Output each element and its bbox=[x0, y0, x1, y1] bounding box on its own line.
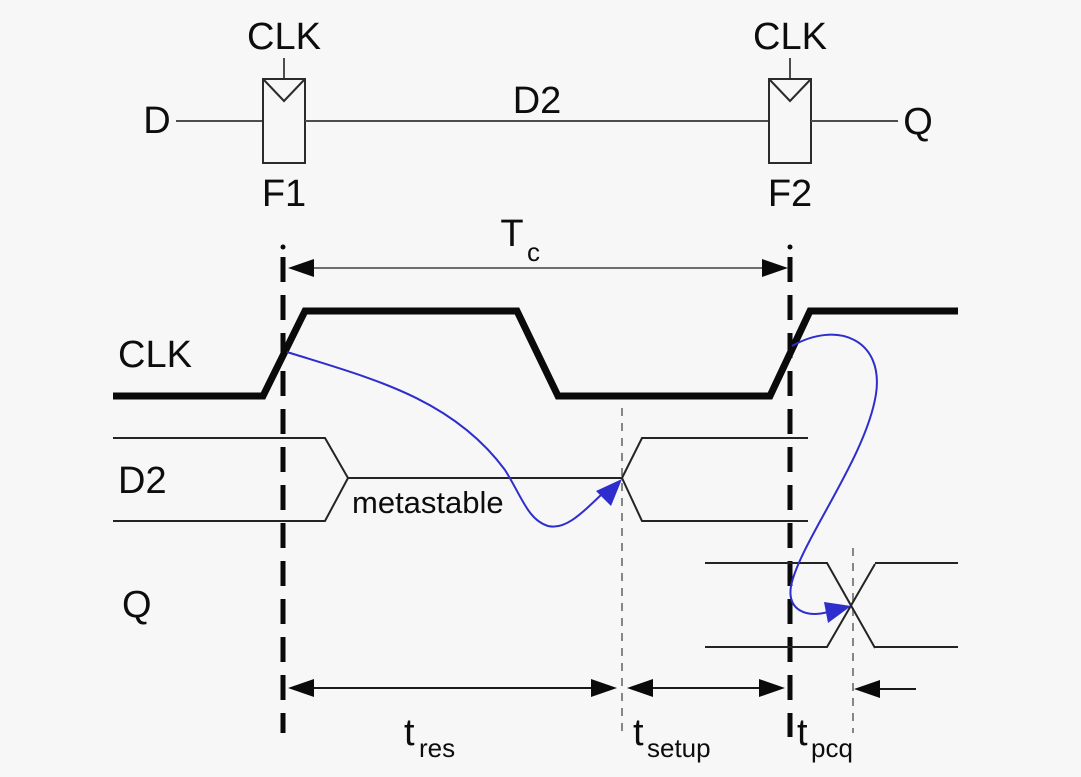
circuit-input-label: D bbox=[143, 100, 170, 142]
circuit-output-label: Q bbox=[903, 101, 933, 143]
clk-to-q-arrowhead bbox=[824, 602, 851, 623]
clk-to-d2-arc bbox=[286, 351, 603, 528]
tres-label-sub: res bbox=[419, 733, 455, 763]
circuit-schematic: D CLK F1 D2 CLK F2 Q bbox=[143, 16, 933, 215]
f1-clk-label: CLK bbox=[247, 16, 321, 58]
f2-clk-label: CLK bbox=[753, 16, 827, 58]
circuit-bus-label: D2 bbox=[513, 80, 562, 122]
f1-clock-wedge-icon bbox=[263, 79, 305, 103]
tres-label: t bbox=[404, 712, 415, 754]
clk-to-q-arc bbox=[789, 333, 878, 615]
clk-signal-label: CLK bbox=[118, 334, 192, 376]
causality-arcs bbox=[286, 333, 878, 623]
tsetup-arrowhead-right bbox=[759, 679, 785, 697]
tpcq-label: t bbox=[797, 712, 808, 754]
q-waveform-row: Q bbox=[122, 562, 958, 649]
clk-waveform bbox=[113, 307, 958, 400]
f2-clock-wedge-icon bbox=[769, 79, 811, 103]
tsetup-label-sub: setup bbox=[647, 733, 711, 763]
tsetup-dimension: t setup bbox=[627, 679, 785, 763]
flipflop-f1: CLK F1 bbox=[247, 16, 321, 215]
tc-arrowhead-right bbox=[762, 259, 788, 277]
tres-arrowhead-right bbox=[591, 679, 617, 697]
d2-waveform-row: D2 metastable bbox=[113, 437, 808, 522]
flipflop-f2: CLK F2 bbox=[753, 16, 827, 215]
tres-arrowhead-left bbox=[288, 679, 314, 697]
edge1-top-dot bbox=[280, 244, 286, 250]
clk-waveform-row: CLK bbox=[113, 307, 958, 400]
tc-arrowhead-left bbox=[288, 259, 314, 277]
f2-body bbox=[768, 78, 812, 164]
tpcq-label-sub: pcq bbox=[811, 733, 853, 763]
tc-dimension: T c bbox=[288, 213, 788, 277]
d2-waveform bbox=[113, 437, 808, 522]
tres-dimension: t res bbox=[288, 679, 617, 763]
clk-to-d2-arrowhead bbox=[596, 479, 622, 506]
tpcq-dimension: t pcq bbox=[797, 680, 916, 763]
f1-body bbox=[262, 78, 306, 164]
tc-label: T bbox=[500, 213, 523, 255]
d2-signal-label: D2 bbox=[118, 460, 167, 502]
tc-label-sub: c bbox=[527, 237, 540, 267]
f2-name-label: F2 bbox=[768, 173, 812, 215]
f1-name-label: F1 bbox=[262, 173, 306, 215]
tsetup-label: t bbox=[633, 712, 644, 754]
tpcq-arrowhead-left bbox=[854, 680, 880, 698]
tsetup-arrowhead-left bbox=[627, 679, 653, 697]
q-waveform bbox=[705, 562, 958, 649]
metastable-label: metastable bbox=[352, 485, 504, 520]
edge2-top-dot bbox=[787, 244, 793, 250]
q-signal-label: Q bbox=[122, 584, 152, 626]
clock-edge-guides bbox=[280, 244, 854, 737]
